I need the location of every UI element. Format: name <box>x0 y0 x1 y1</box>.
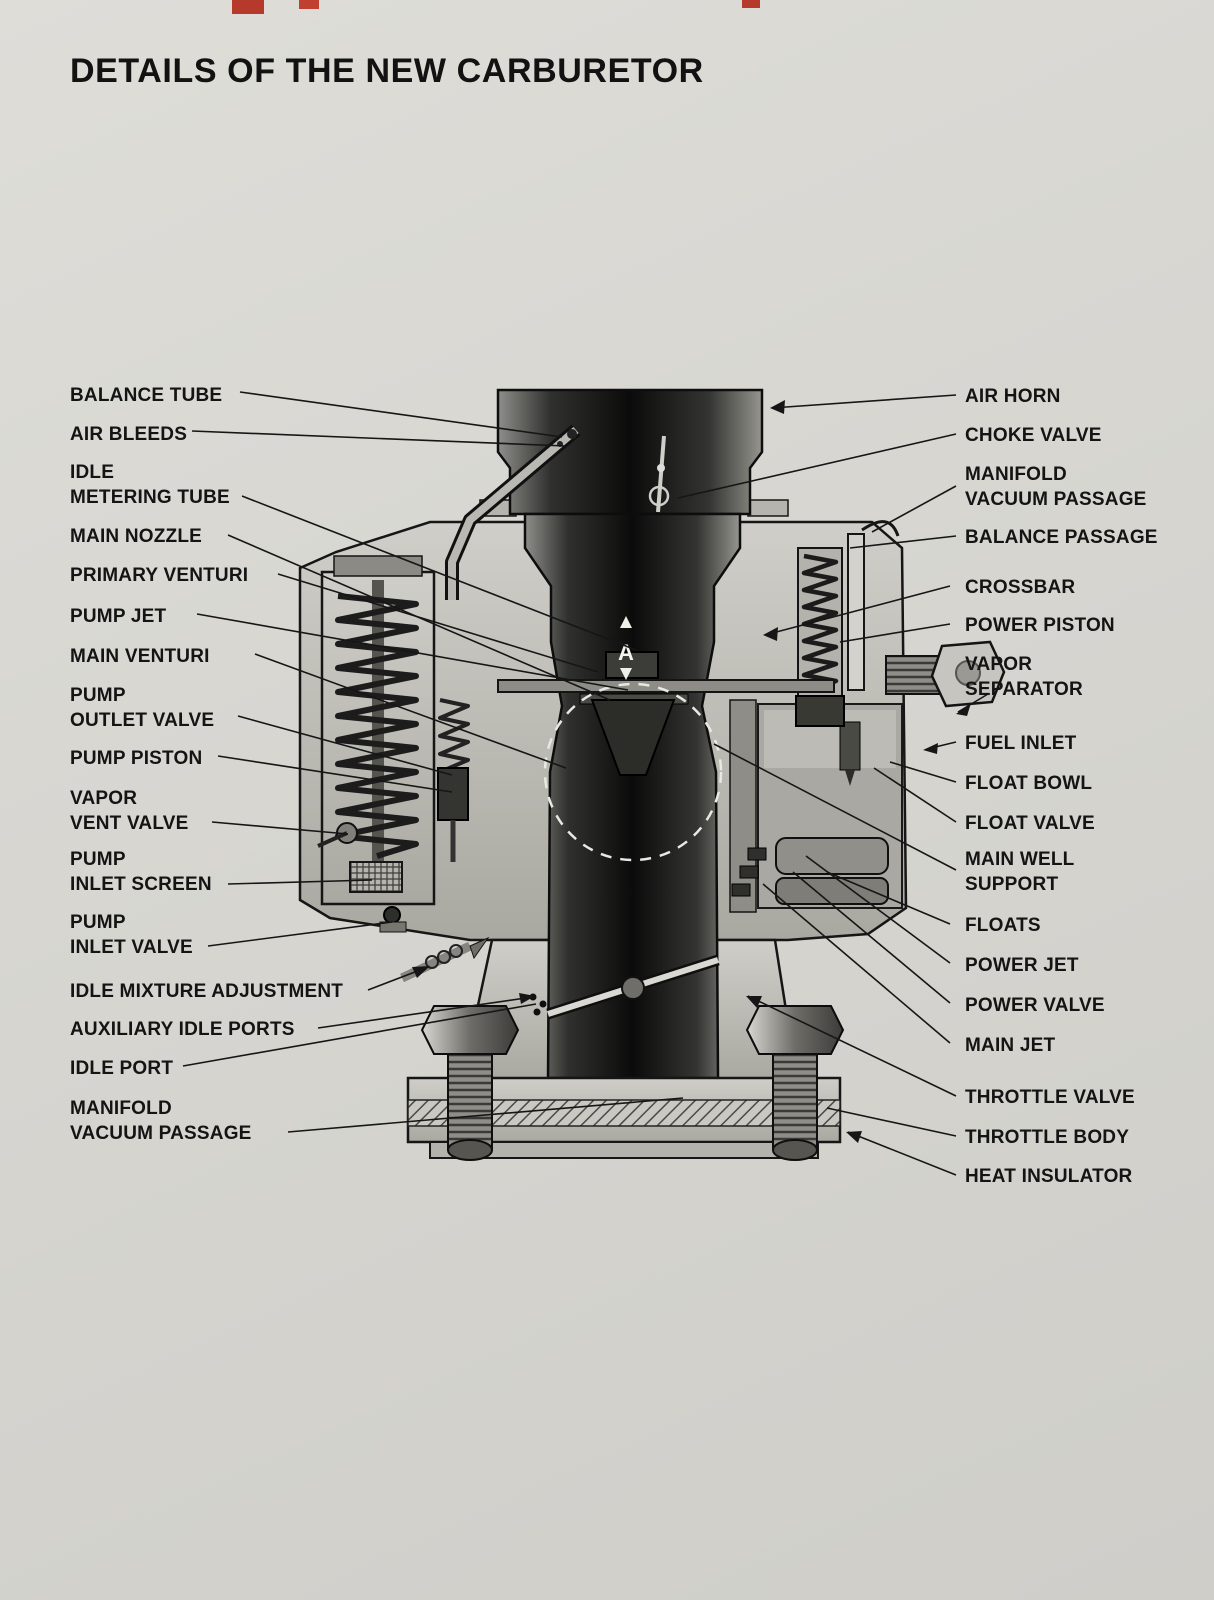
label-vapor-separator: VAPOR SEPARATOR <box>965 654 1083 701</box>
float-upper <box>775 837 889 875</box>
choke-valve <box>648 435 670 513</box>
crossbar <box>497 679 835 693</box>
idle-ports <box>529 993 547 1016</box>
throttle-shaft <box>621 976 645 1000</box>
pump-spring <box>335 593 419 859</box>
float-valve <box>839 721 861 771</box>
label-pump-jet: PUMP JET <box>70 606 167 627</box>
label-manifold-vacuum-passage-right: MANIFOLD VACUUM PASSAGE <box>965 464 1147 511</box>
label-primary-venturi: PRIMARY VENTURI <box>70 565 249 586</box>
pump-inlet-screen <box>349 861 403 893</box>
power-piston-assembly <box>795 547 845 727</box>
label-pump-inlet-valve: PUMP INLET VALVE <box>70 912 193 959</box>
throttle-valve <box>546 954 720 1020</box>
label-air-horn: AIR HORN <box>965 386 1061 407</box>
label-air-bleeds: AIR BLEEDS <box>70 424 188 445</box>
label-power-valve: POWER VALVE <box>965 995 1105 1016</box>
label-vapor-vent-valve: VAPOR VENT VALVE <box>70 788 189 835</box>
red-ink-mark <box>299 0 319 9</box>
focus-dashed-circle <box>543 682 723 862</box>
label-heat-insulator: HEAT INSULATOR <box>965 1166 1133 1187</box>
label-power-piston: POWER PISTON <box>965 615 1115 636</box>
label-pump-outlet-valve: PUMP OUTLET VALVE <box>70 685 215 732</box>
label-throttle-body: THROTTLE BODY <box>965 1127 1130 1148</box>
label-balance-passage: BALANCE PASSAGE <box>965 527 1158 548</box>
label-main-nozzle: MAIN NOZZLE <box>70 526 203 547</box>
mounting-bolt-left <box>420 1005 520 1161</box>
label-balance-tube: BALANCE TUBE <box>70 385 223 406</box>
label-idle-metering-tube: IDLE METERING TUBE <box>70 462 230 509</box>
label-manifold-vacuum-passage-left: MANIFOLD VACUUM PASSAGE <box>70 1098 252 1145</box>
fuel-inlet-fitting <box>885 640 1006 708</box>
label-pump-piston: PUMP PISTON <box>70 748 203 769</box>
label-auxiliary-idle-ports: AUXILIARY IDLE PORTS <box>70 1019 295 1040</box>
label-main-jet: MAIN JET <box>965 1035 1056 1056</box>
float-bowl <box>729 699 903 913</box>
pump-piston <box>437 767 469 821</box>
power-valve <box>739 865 759 879</box>
svg-text:A: A <box>618 640 634 665</box>
label-fuel-inlet: FUEL INLET <box>965 733 1077 754</box>
main-jet <box>731 883 751 897</box>
leader-lines <box>182 391 989 1176</box>
label-float-valve: FLOAT VALVE <box>965 813 1095 834</box>
label-floats: FLOATS <box>965 915 1041 936</box>
leader-arrowheads <box>412 400 971 1143</box>
mounting-bolt-right <box>745 1005 845 1161</box>
main-well-support <box>729 699 757 913</box>
label-throttle-valve: THROTTLE VALVE <box>965 1087 1135 1108</box>
red-ink-mark <box>232 0 264 14</box>
label-idle-port: IDLE PORT <box>70 1058 174 1079</box>
balance-passage <box>847 520 900 691</box>
page-title: DETAILS OF THE NEW CARBURETOR <box>70 52 704 90</box>
accelerator-pump-assembly <box>317 555 470 933</box>
marker-a: A <box>618 616 634 680</box>
label-crossbar: CROSSBAR <box>965 577 1076 598</box>
label-main-well-support: MAIN WELL SUPPORT <box>965 849 1075 896</box>
air-bleed <box>567 429 577 439</box>
power-jet <box>747 847 767 861</box>
air-horn <box>496 388 764 516</box>
pump-inlet-valve <box>383 906 401 924</box>
red-ink-mark <box>742 0 760 8</box>
label-choke-valve: CHOKE VALVE <box>965 425 1102 446</box>
main-nozzle <box>579 651 689 776</box>
label-power-jet: POWER JET <box>965 955 1079 976</box>
label-main-venturi: MAIN VENTURI <box>70 646 210 667</box>
label-pump-inlet-screen: PUMP INLET SCREEN <box>70 849 212 896</box>
label-float-bowl: FLOAT BOWL <box>965 773 1093 794</box>
label-idle-mixture-adjustment: IDLE MIXTURE ADJUSTMENT <box>70 981 344 1002</box>
